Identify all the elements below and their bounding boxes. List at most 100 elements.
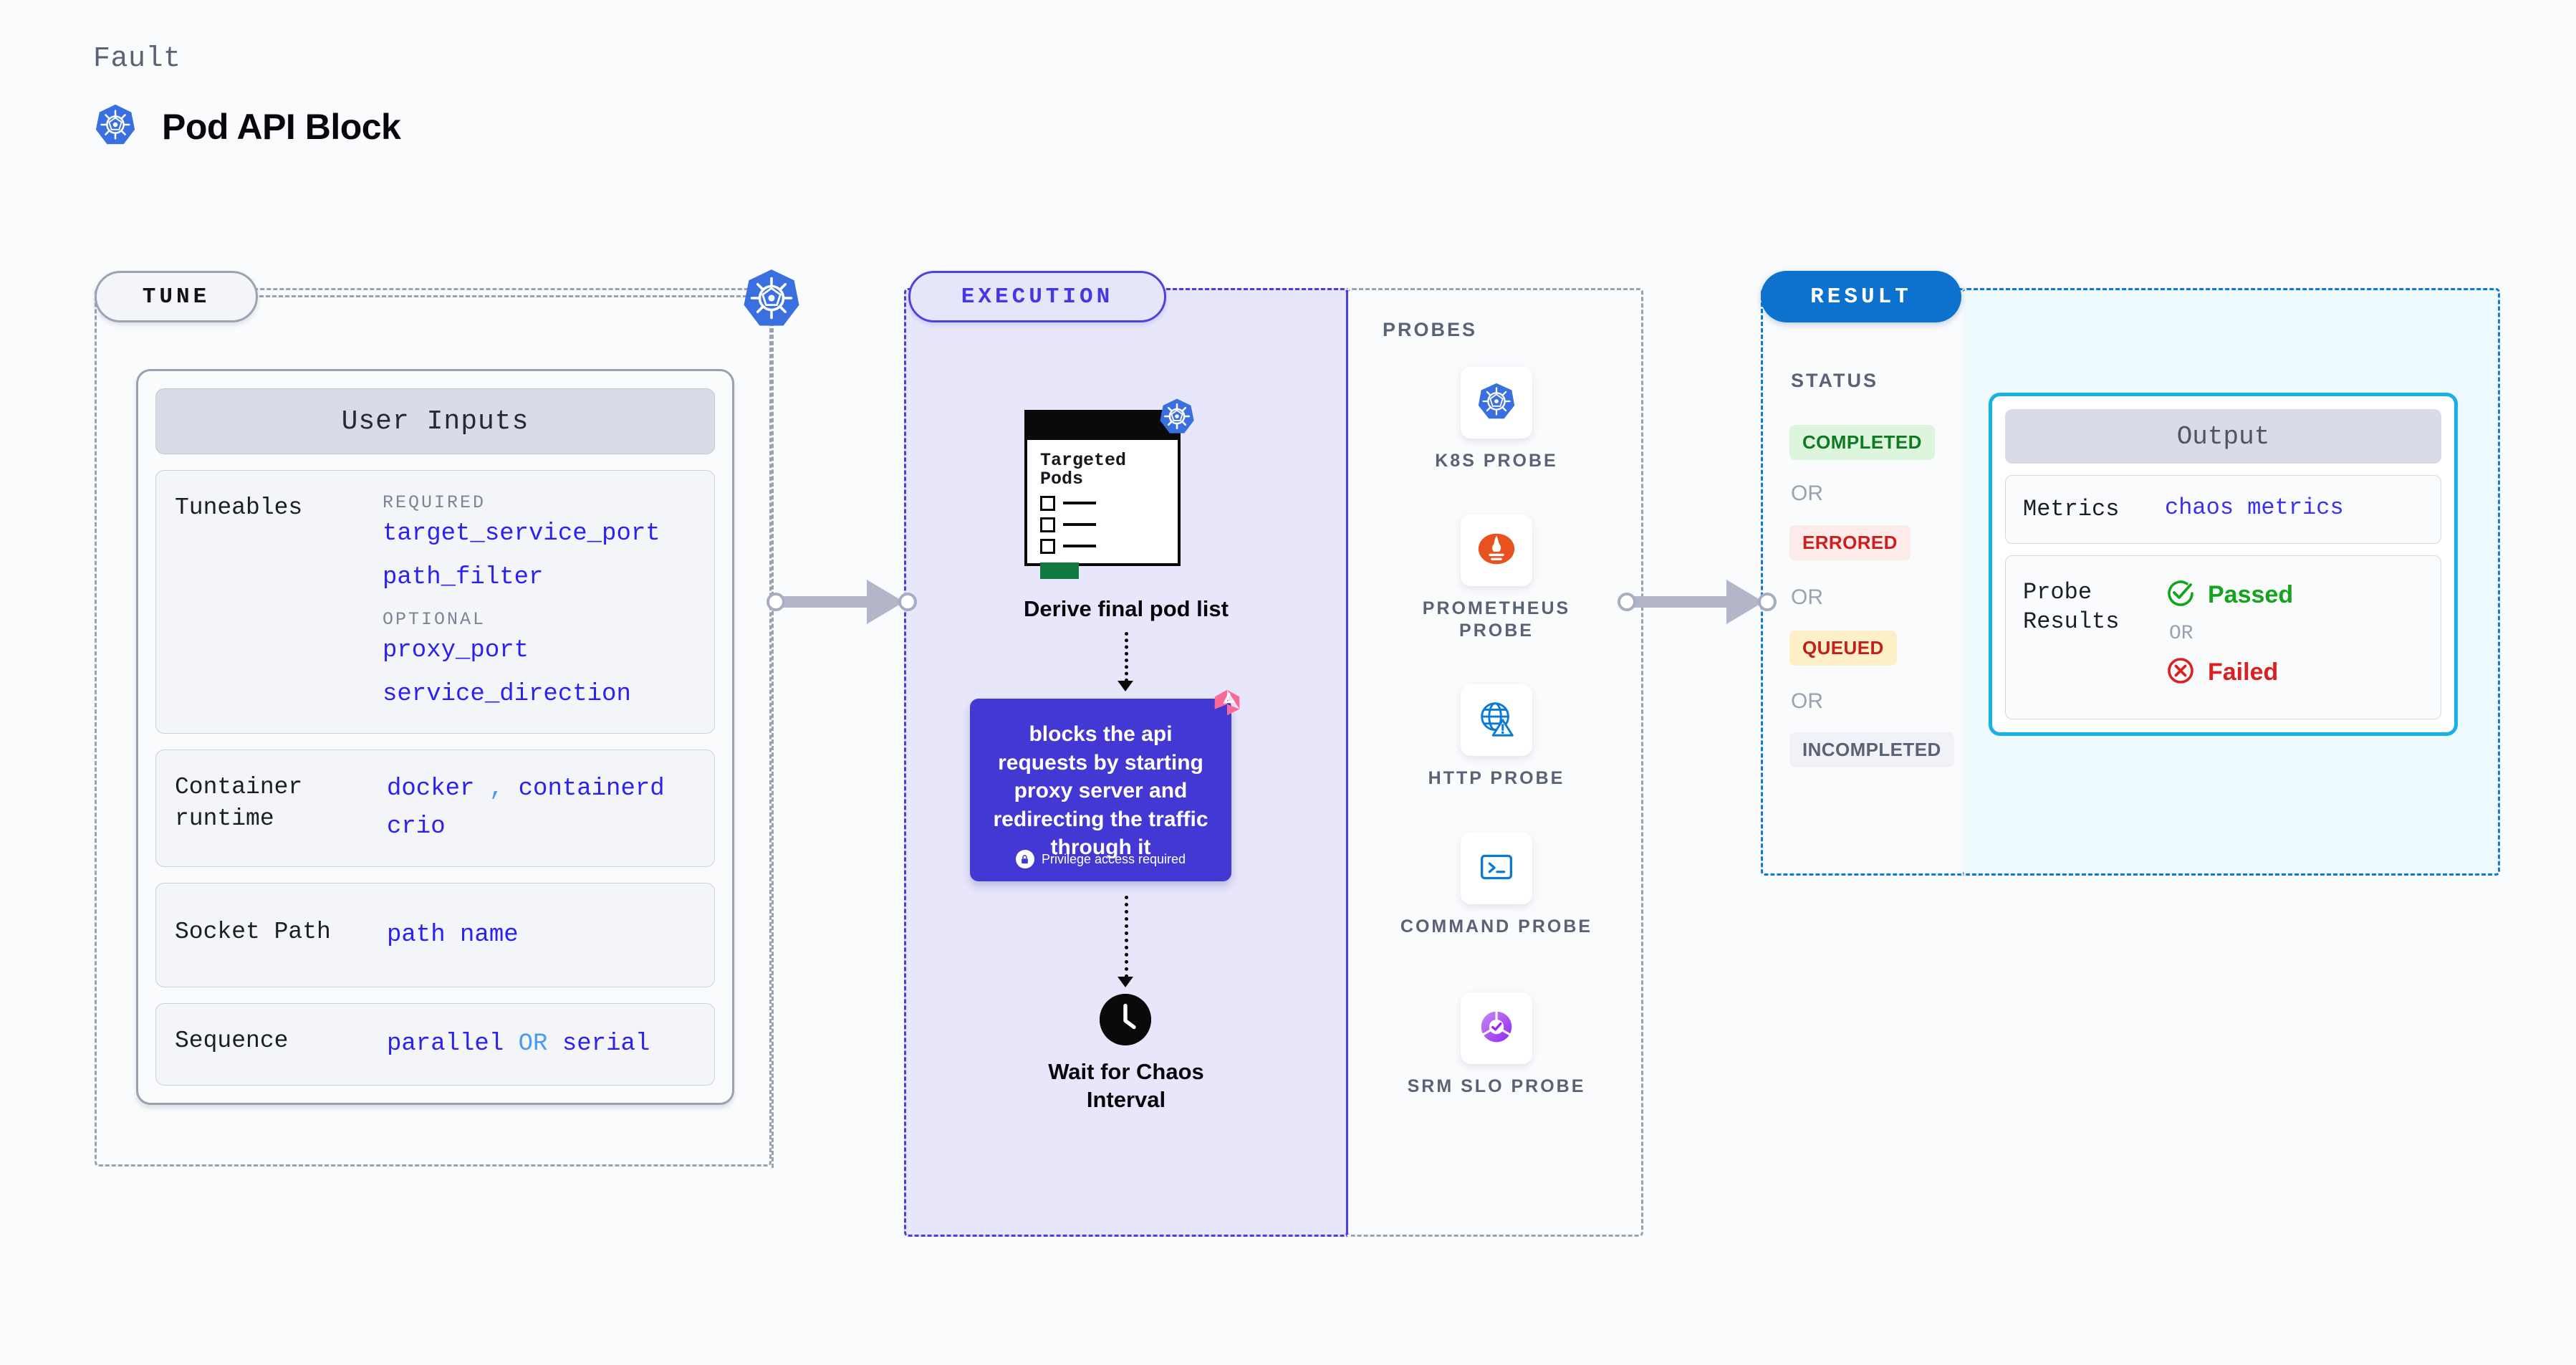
execution-section-pill[interactable]: EXECUTION (908, 271, 1166, 322)
socket-path-value: path name (387, 921, 519, 949)
flow-connector-1 (1125, 632, 1128, 682)
runtime-docker: docker (387, 775, 475, 803)
tuneable-proxy-port[interactable]: proxy_port (383, 637, 529, 665)
tuneables-label: Tuneables (175, 494, 303, 521)
tuneable-path-filter[interactable]: path_filter (383, 564, 544, 592)
prometheus-icon (1474, 527, 1519, 575)
probes-title: PROBES (1383, 319, 1478, 340)
arrow-node-start (1618, 593, 1636, 611)
kubernetes-icon (93, 102, 138, 150)
arrow-execution-to-result (1618, 580, 1779, 624)
container-runtime-label: Container runtime (175, 774, 303, 832)
probe-tile (1461, 833, 1532, 904)
status-badge-incompleted: INCOMPLETED (1789, 732, 1954, 767)
clock-icon (1100, 994, 1151, 1045)
container-runtime-values-line1: docker , containerd (383, 770, 696, 808)
kubernetes-icon (740, 267, 803, 333)
targeted-pods-node: Targeted Pods (1024, 398, 1194, 579)
sequence-label: Sequence (175, 1028, 289, 1055)
green-bar-indicator (1040, 562, 1079, 579)
derive-final-pod-list-label: Derive final pod list (1024, 596, 1229, 621)
probe-results-values: Passed OR Failed (2165, 578, 2293, 690)
probe-label: K8S PROBE (1435, 451, 1558, 471)
flow-arrowhead-2 (1118, 977, 1133, 987)
container-runtime-block: Container runtime docker , containerd cr… (155, 749, 715, 867)
metrics-label: Metrics (2023, 496, 2120, 522)
probe-result-passed: Passed (2165, 578, 2293, 613)
status-or-3: OR (1791, 689, 1823, 713)
placeholder-line (1063, 523, 1096, 526)
page-header: Fault (93, 43, 401, 150)
page-title: Pod API Block (162, 106, 401, 147)
probe-tile (1461, 367, 1532, 439)
privilege-footer: Privilege access required (970, 850, 1231, 868)
wait-for-chaos-interval-label: Wait for Chaos Interval (1048, 1059, 1204, 1112)
probe-command[interactable]: COMMAND PROBE (1385, 833, 1607, 938)
runtime-containerd: containerd (518, 775, 665, 803)
execution-region-divider (1346, 288, 1348, 1237)
arrow-shaft (1627, 596, 1750, 608)
sequence-parallel: parallel (387, 1030, 504, 1058)
kubernetes-icon (1474, 379, 1519, 427)
kubernetes-icon (1158, 397, 1196, 439)
output-header: Output (2005, 409, 2441, 464)
probe-label: COMMAND PROBE (1400, 916, 1593, 937)
checkbox-icon (1040, 495, 1055, 511)
user-inputs-header: User Inputs (155, 388, 715, 454)
targeted-pods-title: Targeted Pods (1040, 450, 1127, 490)
litmus-chaos-icon (1211, 686, 1244, 722)
result-status-region (1761, 288, 1965, 876)
sequence-or: OR (518, 1030, 548, 1058)
check-circle-icon (2165, 578, 2196, 613)
metrics-block: Metrics chaos metrics (2005, 475, 2441, 544)
probe-label: PROMETHEUS PROBE (1422, 598, 1571, 641)
required-label: REQUIRED (383, 492, 486, 513)
tuneable-target-service-port[interactable]: target_service_port (383, 520, 660, 547)
probe-prometheus[interactable]: PROMETHEUS PROBE (1385, 514, 1607, 641)
tuneable-service-direction[interactable]: service_direction (383, 681, 631, 709)
terminal-icon (1474, 845, 1519, 893)
probe-http[interactable]: HTTP PROBE (1385, 684, 1607, 790)
srm-slo-icon (1474, 1005, 1519, 1053)
http-globe-icon (1474, 696, 1519, 744)
sequence-values: parallel OR serial (383, 1025, 696, 1063)
pod-list-item (1040, 495, 1165, 511)
socket-path-block: Socket Path path name (155, 882, 715, 988)
probe-k8s[interactable]: K8S PROBE (1385, 367, 1607, 472)
sequence-block: Sequence parallel OR serial (155, 1003, 715, 1086)
result-section-pill[interactable]: RESULT (1761, 271, 1961, 322)
arrow-shaft (776, 596, 890, 608)
title-row: Pod API Block (93, 102, 401, 150)
tune-connector-line (259, 295, 754, 297)
probe-srm-slo[interactable]: SRM SLO PROBE (1385, 992, 1607, 1098)
failed-label: Failed (2208, 658, 2279, 686)
arrow-tune-to-execution (766, 580, 917, 624)
execution-content: Targeted Pods (904, 288, 1348, 1237)
tune-connector-vline (772, 315, 774, 1168)
status-badge-completed: COMPLETED (1789, 425, 1935, 460)
tuneables-block: Tuneables REQUIRED target_service_port p… (155, 470, 715, 734)
probes-region (1348, 288, 1643, 1237)
metrics-value: chaos metrics (2165, 494, 2344, 521)
checkbox-icon (1040, 517, 1055, 532)
status-badge-queued: QUEUED (1789, 631, 1897, 666)
tune-section-pill[interactable]: TUNE (95, 271, 258, 322)
socket-path-label: Socket Path (175, 918, 331, 945)
runtime-crio: crio (387, 813, 446, 841)
targeted-pods-card: Targeted Pods (1024, 398, 1194, 579)
status-or-2: OR (1791, 585, 1823, 609)
arrow-node-start (766, 593, 785, 611)
status-title: STATUS (1791, 370, 1878, 391)
sequence-serial: serial (562, 1030, 650, 1058)
status-badge-errored: ERRORED (1789, 525, 1911, 560)
eyebrow-label: Fault (93, 43, 181, 75)
probe-label: HTTP PROBE (1428, 768, 1565, 788)
lock-icon (1015, 850, 1034, 868)
arrow-head (1726, 580, 1764, 624)
card-body: Targeted Pods (1027, 440, 1178, 579)
action-card: blocks the api requests by starting prox… (970, 689, 1240, 881)
arrow-node-end (898, 593, 917, 611)
checkbox-icon (1040, 538, 1055, 554)
